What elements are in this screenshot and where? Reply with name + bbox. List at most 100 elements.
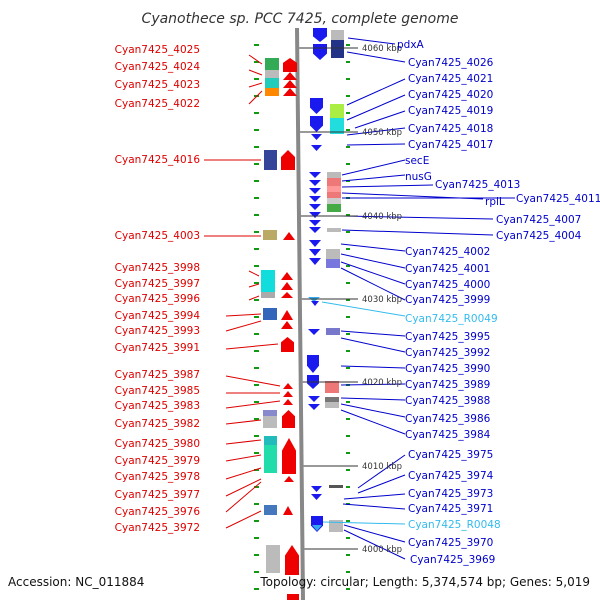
gene-block	[330, 104, 344, 118]
right-connector-line	[340, 261, 406, 285]
left-gene-label: Cyan7425_3987	[115, 369, 200, 381]
gene-block	[263, 410, 277, 416]
accession-text: Accession: NC_011884	[8, 575, 144, 589]
scale-ticks	[254, 44, 350, 590]
forward-gene-arrow	[283, 88, 297, 96]
reverse-gene-arrow	[309, 172, 321, 178]
gene-block	[287, 594, 299, 600]
right-gene-label: pdxA	[397, 39, 425, 51]
left-connector-line	[248, 270, 260, 277]
coordinate-label: 4000 kbp	[362, 545, 402, 555]
forward-gene-arrow	[281, 282, 293, 290]
coordinate-label: 4010 kbp	[362, 462, 402, 472]
right-gene-label: Cyan7425_4004	[496, 230, 582, 242]
gene-block	[264, 436, 277, 445]
left-gene-label: Cyan7425_3983	[115, 400, 200, 412]
right-connector-line	[346, 127, 406, 136]
gene-block	[265, 58, 279, 70]
gene-block	[327, 198, 341, 204]
reverse-gene-arrow	[308, 404, 320, 410]
reverse-gene-arrow	[309, 240, 321, 247]
reverse-gene-arrow	[310, 116, 323, 132]
forward-gene-arrow	[282, 410, 295, 428]
left-connector-line	[225, 400, 281, 409]
reverse-gene-arrow	[311, 134, 322, 140]
right-gene-label: Cyan7425_3971	[408, 503, 493, 515]
right-gene-label: Cyan7425_4026	[408, 57, 494, 69]
right-connector-line	[354, 110, 406, 129]
left-connector-line	[225, 375, 281, 387]
right-connector-line	[340, 253, 406, 269]
right-connector-line	[340, 383, 406, 386]
left-gene-label: Cyan7425_4022	[115, 98, 200, 110]
left-gene-label: Cyan7425_3991	[115, 342, 200, 354]
forward-gene-arrow	[281, 310, 293, 320]
left-gene-labels: Cyan7425_4025Cyan7425_4024Cyan7425_4023C…	[115, 44, 201, 534]
left-gene-label: Cyan7425_3997	[115, 278, 200, 290]
forward-gene-arrow	[281, 321, 293, 329]
right-gene-label: Cyan7425_3975	[408, 449, 493, 461]
left-gene-label: Cyan7425_3998	[115, 262, 200, 274]
right-connector-line	[340, 403, 406, 418]
topology-text: Topology: circular; Length: 5,374,574 bp…	[259, 575, 590, 589]
gene-block	[263, 416, 277, 428]
gene-block	[331, 40, 344, 58]
right-gene-label: Cyan7425_3989	[405, 379, 490, 391]
left-connector-line	[225, 313, 262, 317]
left-gene-label: Cyan7425_4003	[115, 230, 200, 242]
right-connector-line	[343, 493, 406, 500]
right-gene-label: Cyan7425_3999	[405, 294, 490, 306]
right-connector-line	[341, 215, 494, 220]
right-gene-label: Cyan7425_4019	[408, 105, 493, 117]
coordinate-label: 4040 kbp	[362, 212, 402, 222]
left-connector-line	[225, 481, 262, 513]
gene-block	[325, 397, 339, 402]
reverse-gene-arrow	[307, 355, 319, 373]
gene-block	[263, 230, 277, 240]
left-connector-line	[248, 90, 263, 105]
right-gene-label: Cyan7425_4000	[405, 279, 490, 291]
gene-block	[329, 485, 343, 488]
left-connector-line	[225, 439, 262, 445]
gene-block	[326, 249, 340, 259]
forward-gene-arrow	[281, 272, 293, 280]
right-gene-label: nusG	[405, 171, 432, 183]
coordinate-label: 4030 kbp	[362, 295, 402, 305]
reverse-gene-arrow	[308, 329, 320, 335]
right-gene-label: Cyan7425_4002	[405, 246, 490, 258]
reverse-gene-arrow	[311, 516, 323, 532]
right-gene-label: Cyan7425_4017	[408, 139, 493, 151]
gene-block	[327, 178, 341, 186]
right-connector-line	[357, 474, 406, 494]
forward-gene-arrow	[283, 58, 297, 72]
gene-block	[327, 172, 341, 178]
coordinate-label: 4050 kbp	[362, 128, 402, 138]
gene-block	[327, 204, 341, 212]
gene-block	[263, 308, 277, 320]
gene-block	[261, 292, 275, 298]
left-gene-label: Cyan7425_3993	[115, 325, 200, 337]
left-connector-line	[225, 320, 262, 332]
right-gene-label: secE	[405, 155, 429, 167]
left-connector-line	[225, 510, 262, 529]
right-connector-line	[340, 243, 406, 252]
reverse-gene-arrow	[309, 196, 321, 202]
reverse-gene-arrow	[309, 188, 321, 194]
right-connector-line	[342, 503, 406, 510]
right-connector-line	[341, 229, 494, 236]
right-gene-label: Cyan7425_4013	[435, 179, 520, 191]
gene-block	[265, 78, 279, 88]
right-gene-label: Cyan7425_3990	[405, 363, 490, 375]
left-connector-line	[248, 283, 260, 288]
gene-block	[264, 150, 277, 170]
right-gene-labels: pdxACyan7425_4026Cyan7425_4021Cyan7425_4…	[397, 39, 600, 566]
left-gene-label: Cyan7425_3979	[115, 455, 200, 467]
gene-block	[327, 192, 341, 198]
left-gene-label: Cyan7425_3996	[115, 293, 201, 305]
left-connector-line	[225, 467, 262, 480]
forward-gene-arrow	[283, 506, 293, 515]
right-connector-line	[357, 454, 406, 489]
left-connector-line	[248, 54, 263, 65]
left-gene-label: Cyan7425_3976	[115, 506, 201, 518]
